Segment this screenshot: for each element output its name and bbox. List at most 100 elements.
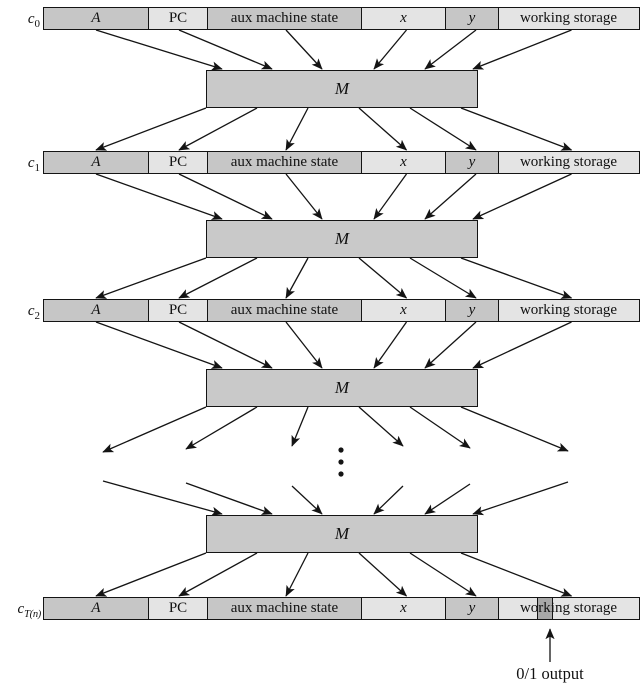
- segment-a-label: A: [91, 10, 101, 26]
- arrow-line: [285, 552, 309, 597]
- segment-pc-label: PC: [168, 302, 188, 318]
- arrow-line: [291, 406, 309, 447]
- segment-y: y: [446, 8, 499, 29]
- segment-x-label: x: [400, 600, 407, 616]
- row-label-sub: 1: [34, 162, 41, 174]
- output-label: 0/1 output: [516, 664, 584, 683]
- arrow-line: [178, 552, 258, 597]
- arrow-line: [178, 29, 273, 70]
- segment-ws-label: working storage: [519, 154, 618, 170]
- segment-ws: working storage: [499, 300, 638, 321]
- arrow-line: [185, 482, 273, 515]
- segment-pc-label: PC: [168, 600, 188, 616]
- arrow-line: [358, 406, 404, 447]
- segment-pc: PC: [149, 598, 208, 619]
- row-label-sub: T(n): [24, 609, 41, 620]
- arrow-line: [285, 321, 323, 369]
- arrow-line: [424, 483, 471, 515]
- row-label-c1: c1: [0, 151, 40, 174]
- segment-x: x: [362, 8, 446, 29]
- segment-pc-label: PC: [168, 154, 188, 170]
- arrow-line: [178, 107, 258, 151]
- row-label-ctn: cT(n): [0, 597, 41, 620]
- segment-a: A: [44, 152, 149, 173]
- arrow-line: [285, 29, 323, 70]
- arrow-line: [472, 321, 572, 369]
- segment-aux: aux machine state: [208, 598, 362, 619]
- arrow-line: [95, 552, 207, 597]
- arrow-line: [178, 173, 273, 220]
- arrow-line: [424, 321, 477, 369]
- row-label-sub: 0: [34, 18, 41, 30]
- arrow-line: [358, 257, 408, 299]
- machine-box-0: M: [206, 70, 478, 108]
- segment-pc: PC: [149, 300, 208, 321]
- segment-a: A: [44, 8, 149, 29]
- machine-box-label: M: [334, 378, 350, 397]
- row-label-base: c: [27, 11, 35, 27]
- arrow-line: [358, 552, 408, 597]
- config-bar-1: A PC aux machine state x y working stora…: [43, 151, 640, 174]
- arrow-line: [95, 107, 207, 151]
- row-label-base: c: [27, 155, 35, 171]
- arrow-line: [95, 257, 207, 299]
- segment-a-label: A: [91, 600, 101, 616]
- row-label-c2: c2: [0, 299, 40, 322]
- segment-ws-label: working storage: [519, 600, 618, 616]
- arrow-line: [95, 321, 223, 369]
- segment-pc-label: PC: [168, 10, 188, 26]
- arrow-line: [424, 29, 477, 70]
- segment-x-label: x: [400, 154, 407, 170]
- ellipsis-dot: [338, 459, 344, 465]
- arrow-line: [460, 406, 569, 452]
- machine-box-3: M: [206, 515, 478, 553]
- segment-a: A: [44, 300, 149, 321]
- machine-box-label: M: [334, 79, 350, 98]
- arrow-line: [95, 29, 223, 71]
- arrow-line: [185, 406, 258, 450]
- segment-aux-label: aux machine state: [230, 302, 339, 318]
- arrow-line: [285, 107, 309, 151]
- arrow-line: [358, 107, 408, 151]
- arrow-line: [409, 257, 477, 299]
- segment-a-label: A: [91, 302, 101, 318]
- segment-y-label: y: [468, 154, 476, 170]
- segment-aux-label: aux machine state: [230, 10, 339, 26]
- machine-box-label: M: [334, 524, 350, 543]
- config-bar-0: A PC aux machine state x y working stora…: [43, 7, 640, 30]
- arrow-line: [472, 29, 572, 70]
- arrow-line: [373, 321, 408, 369]
- segment-pc: PC: [149, 152, 208, 173]
- arrow-line: [373, 29, 407, 70]
- segment-a-label: A: [91, 154, 101, 170]
- arrow-line: [460, 552, 573, 597]
- machine-box-1: M: [206, 220, 478, 258]
- ellipsis-dot: [338, 471, 344, 477]
- segment-ws: working storage: [499, 598, 638, 619]
- arrow-line: [424, 173, 477, 220]
- arrow-line: [102, 480, 223, 516]
- segment-x: x: [362, 300, 446, 321]
- segment-y: y: [446, 598, 499, 619]
- row-label-sub: 2: [34, 310, 41, 322]
- row-label-base: c: [27, 303, 35, 319]
- segment-x: x: [362, 598, 446, 619]
- arrow-line: [472, 173, 572, 220]
- machine-box-label: M: [334, 229, 350, 248]
- arrow-line: [460, 107, 573, 151]
- segment-ws-label: working storage: [519, 302, 618, 318]
- arrow-line: [178, 257, 258, 299]
- segment-ws: working storage: [499, 8, 638, 29]
- segment-ws: working storage: [499, 152, 638, 173]
- segment-x-label: x: [400, 302, 407, 318]
- output-bit-cell: [537, 598, 553, 619]
- segment-x: x: [362, 152, 446, 173]
- segment-y: y: [446, 152, 499, 173]
- segment-y-label: y: [468, 600, 476, 616]
- arrow-line: [285, 173, 323, 220]
- segment-pc: PC: [149, 8, 208, 29]
- arrow-line: [373, 485, 404, 515]
- segment-aux-label: aux machine state: [230, 600, 339, 616]
- arrow-line: [178, 321, 273, 369]
